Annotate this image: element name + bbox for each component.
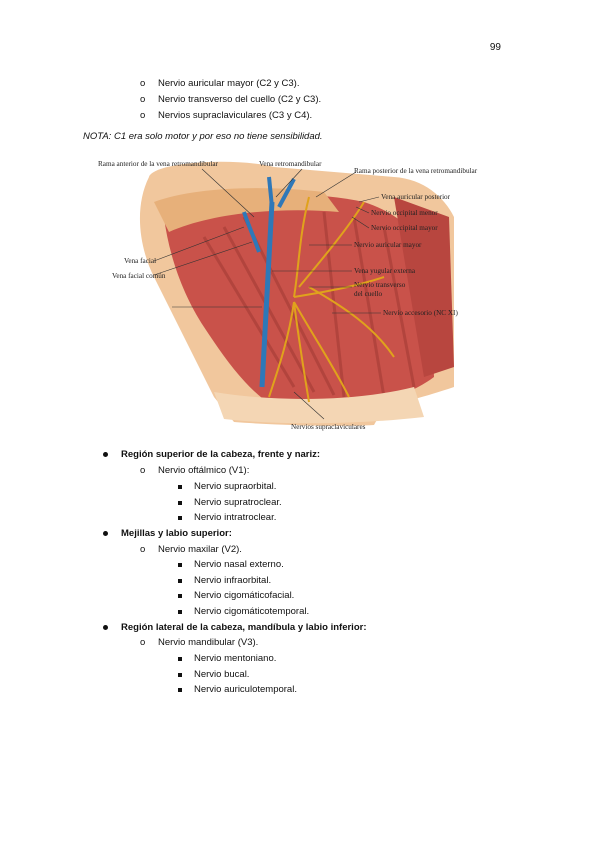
- section-1-nerve: Nervio oftálmico (V1):: [140, 465, 249, 477]
- section-3-branch-3: Nervio auriculotemporal.: [178, 684, 297, 695]
- section-2-branch-4: Nervio cigomáticotemporal.: [177, 606, 310, 617]
- label-nervio-transverso: Nervio transverso: [354, 281, 406, 289]
- section-2-nerve: Nervio maxilar (V2).: [140, 544, 242, 556]
- trapezius: [394, 197, 454, 377]
- top-item-3: Nervios supraclaviculares (C3 y C4).: [140, 110, 312, 122]
- section-2-branch-3: Nervio cigomáticofacial.: [177, 590, 295, 601]
- supraclavicular-nerves: [268, 301, 350, 403]
- label-nervio-occipital-menor: Nervio occipital menor: [371, 209, 438, 217]
- external-jugular-vein: [259, 201, 275, 388]
- label-rama-anterior: Rama anterior de la vena retromandibular: [98, 160, 219, 168]
- neck-anatomy-figure: Rama anterior de la vena retromandibular…: [98, 160, 478, 431]
- section-2-title: Mejillas y labio superior:: [103, 528, 232, 539]
- clavicle-area: [214, 387, 424, 424]
- section-3-branch-2: Nervio bucal.: [177, 669, 250, 680]
- facial-vein: [242, 211, 261, 253]
- section-1-title: Región superior de la cabeza, frente y n…: [102, 449, 321, 460]
- top-item-1: Nervio auricular mayor (C2 y C3).: [140, 78, 300, 90]
- great-auricular-nerve: [293, 196, 310, 298]
- section-1-branch-1: Nervio supraorbital.: [177, 481, 277, 492]
- section-3-nerve: Nervio mandibular (V3).: [140, 637, 258, 649]
- label-nervios-supraclaviculares: Nervios supraclaviculares: [291, 423, 366, 431]
- label-vena-auricular-posterior: Vena auricular posterior: [381, 193, 451, 201]
- top-item-2: Nervio transverso del cuello (C2 y C3).: [140, 94, 321, 106]
- label-nervio-transverso-2: del cuello: [354, 290, 383, 298]
- accessory-nerve: [308, 286, 395, 358]
- label-nervio-accesorio: Nervio accesorio (NC XI): [383, 309, 458, 317]
- note: NOTA: C1 era solo motor y por eso no tie…: [83, 131, 323, 142]
- transverse-cervical-nerve: [293, 276, 385, 298]
- label-vena-facial-comun: Vena facial común: [112, 272, 166, 280]
- label-nervio-auricular-mayor: Nervio auricular mayor: [354, 241, 422, 249]
- label-nervio-occipital-mayor: Nervio occipital mayor: [371, 224, 438, 232]
- page-number: 99: [489, 42, 501, 53]
- label-vena-retromandibular: Vena retromandibular: [259, 160, 322, 168]
- section-1-branch-3: Nervio intratroclear.: [177, 512, 277, 523]
- section-2-branch-1: Nervio nasal externo.: [178, 559, 284, 570]
- label-vena-yugular-externa: Vena yugular externa: [354, 267, 416, 275]
- label-rama-posterior: Rama posterior de la vena retromandibula…: [354, 167, 478, 175]
- section-1-branch-2: Nervio supratroclear.: [178, 497, 282, 508]
- lesser-occipital-nerve: [298, 201, 365, 288]
- section-2-branch-2: Nervio infraorbital.: [177, 575, 272, 586]
- muscle-mass: [164, 194, 434, 407]
- muscle-stripes: [202, 211, 416, 398]
- retromandibular-vein: [267, 176, 296, 208]
- label-vena-facial: Vena facial: [124, 257, 156, 265]
- section-3-title: Región lateral de la cabeza, mandíbula y…: [103, 622, 367, 633]
- section-3-branch-1: Nervio mentoniano.: [177, 653, 277, 664]
